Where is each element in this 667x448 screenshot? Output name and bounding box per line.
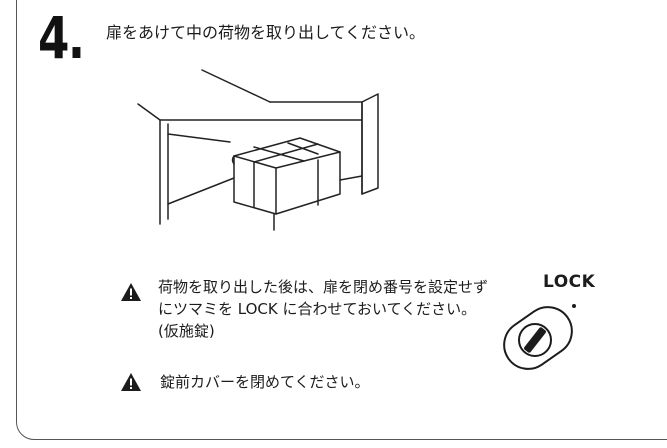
step-instruction: 扉をあけて中の荷物を取り出してください。 [106, 23, 426, 42]
step-number: 4. [38, 4, 85, 72]
warning-icon [121, 373, 141, 391]
lock-label: LOCK [543, 272, 596, 292]
lock-dial-icon [503, 304, 576, 370]
warning-icon [121, 283, 141, 301]
note-text: 錠前カバーを閉めてください。 [160, 373, 370, 391]
locker-parcel-illustration [137, 69, 379, 231]
note-text: 荷物を取り出した後は、扉を閉め番号を設定せずにツマミを LOCK に合わせておい… [158, 278, 489, 340]
step-panel-border [16, 0, 667, 440]
